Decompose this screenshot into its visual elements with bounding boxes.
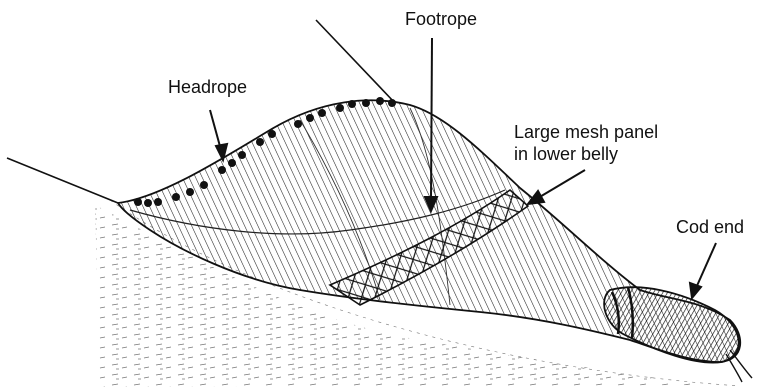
large-mesh-panel-label-line2: in lower belly: [514, 143, 658, 165]
large-mesh-panel-label: Large mesh panel in lower belly: [514, 121, 658, 165]
cod-end-label: Cod end: [676, 216, 744, 238]
headrope-arrow: [210, 110, 227, 160]
cod-end-arrow: [690, 243, 716, 298]
mesh-panel-arrow: [528, 170, 585, 204]
large-mesh-panel-label-line1: Large mesh panel: [514, 121, 658, 143]
cod-end: [604, 287, 752, 382]
headrope-label: Headrope: [168, 76, 247, 98]
footrope-label: Footrope: [405, 8, 477, 30]
